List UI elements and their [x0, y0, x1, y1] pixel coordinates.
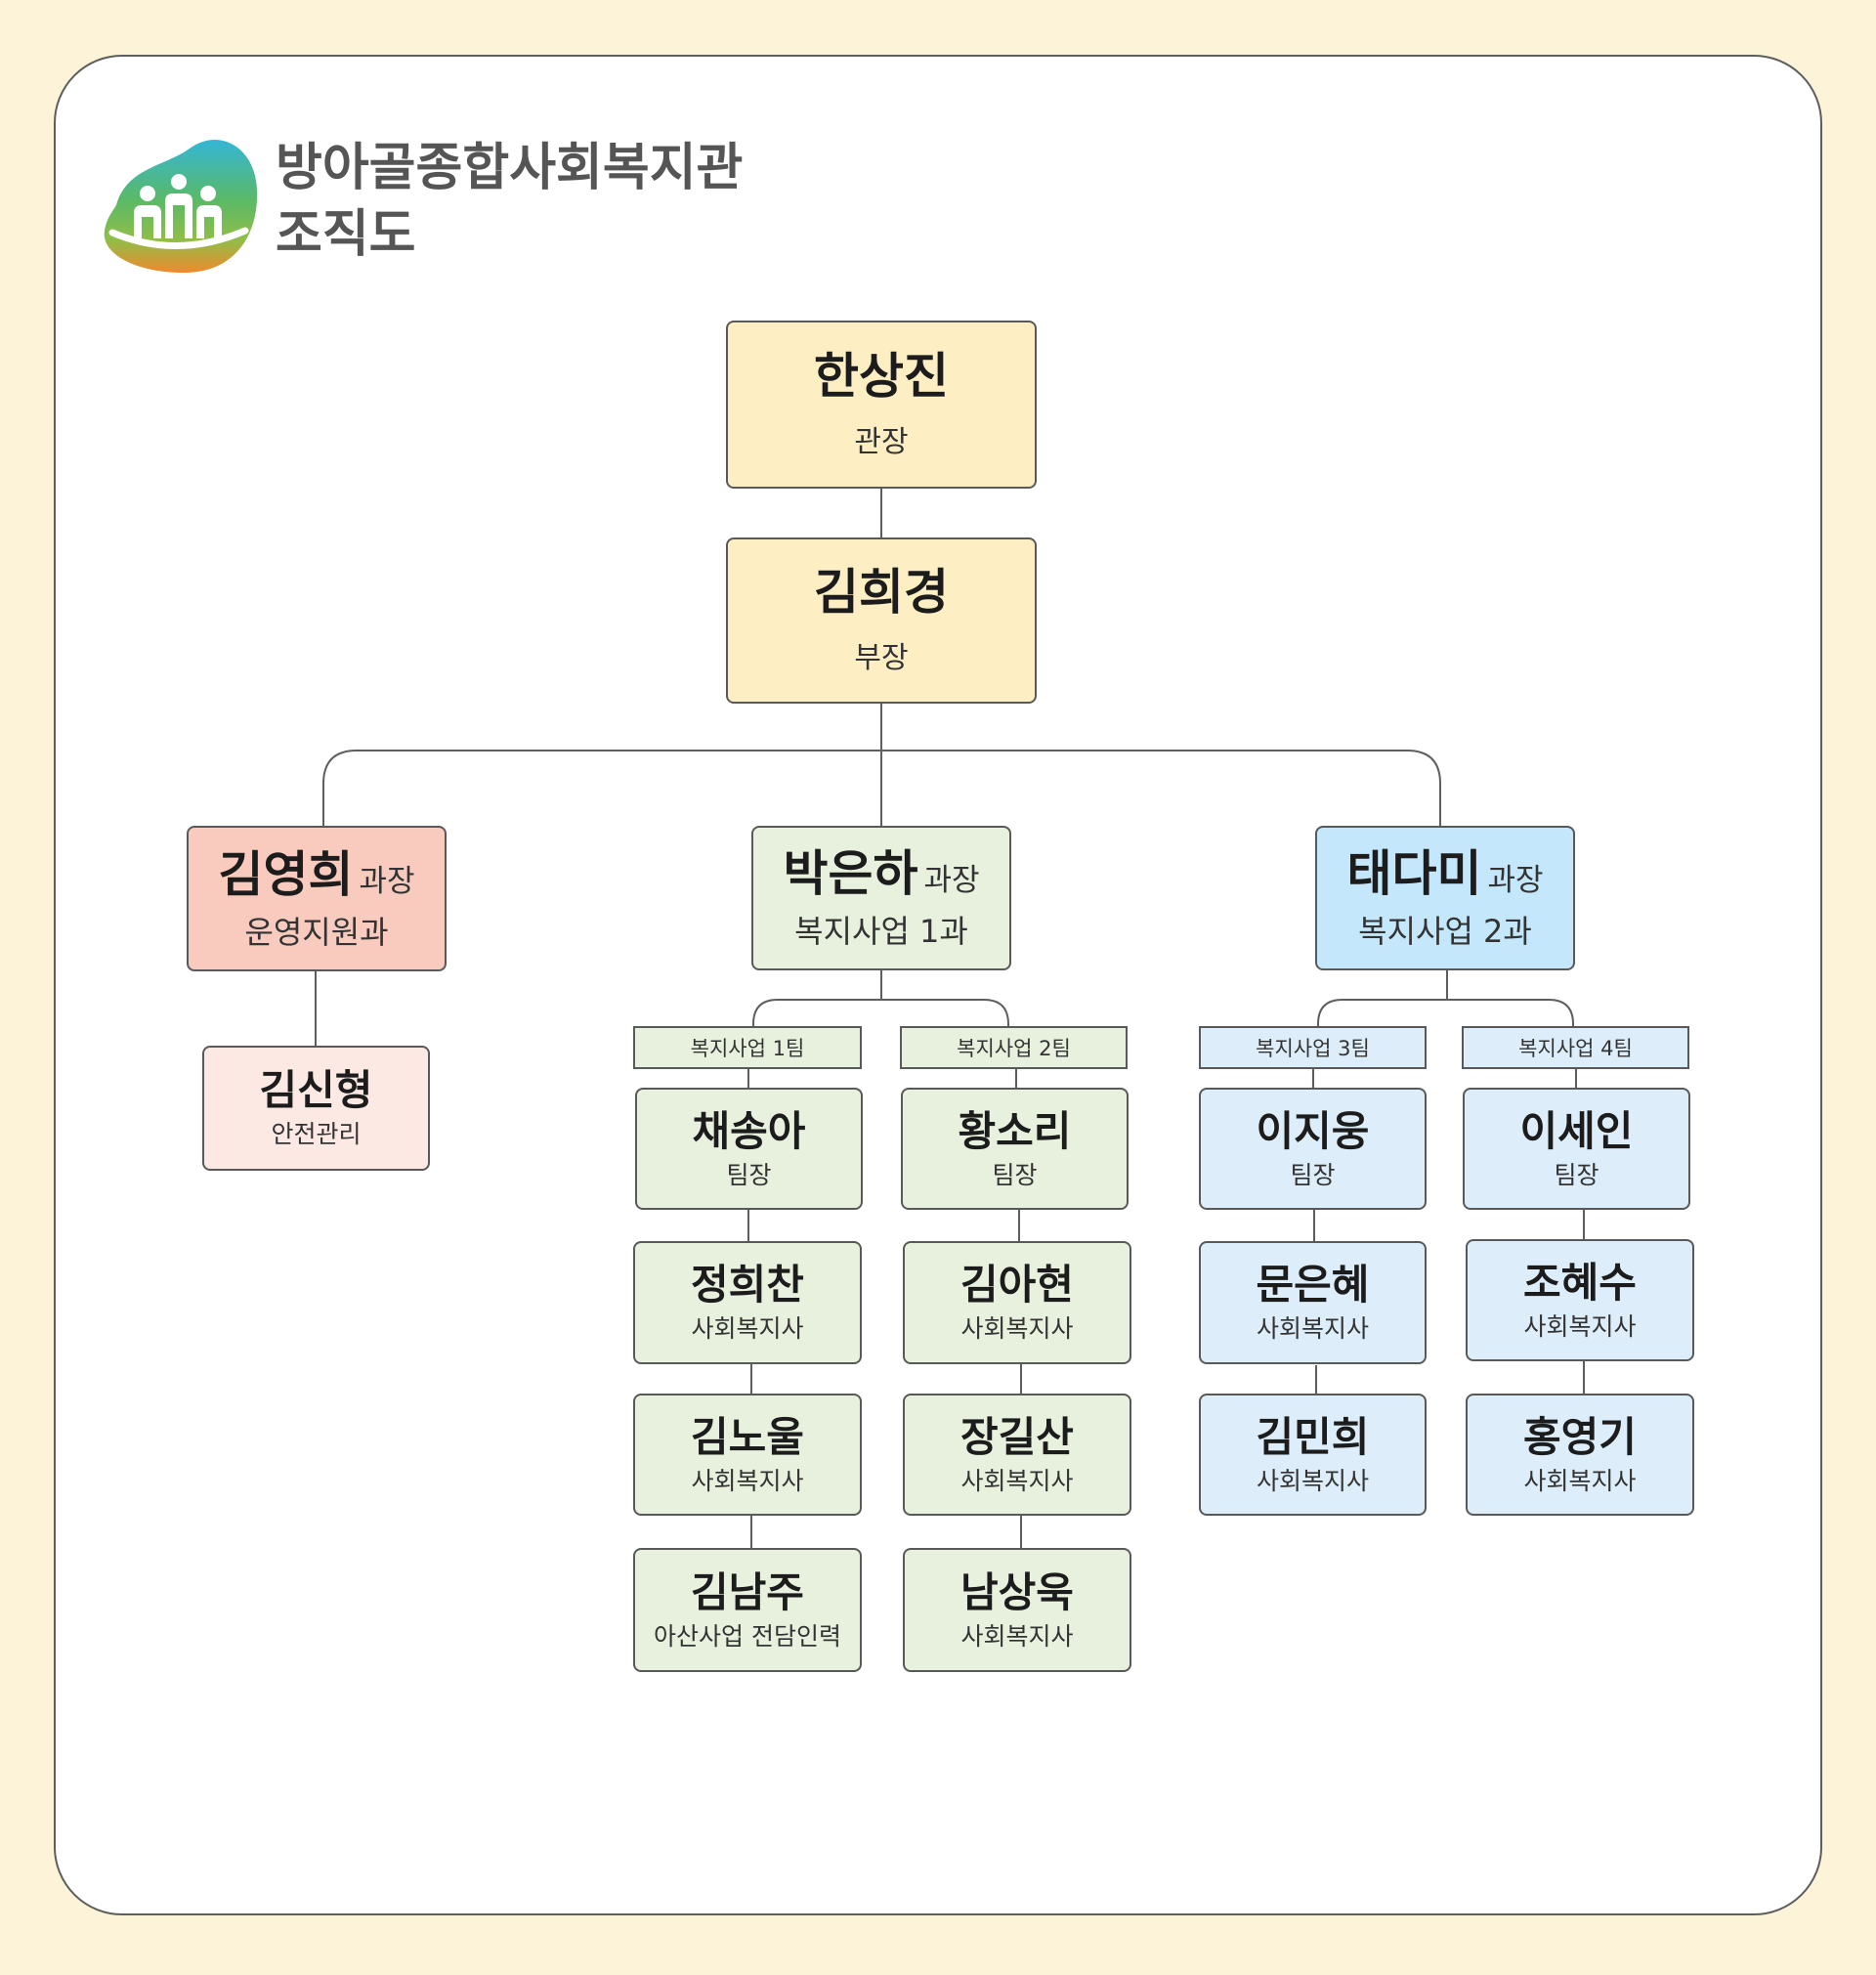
staff-name: 김노울 — [691, 1412, 804, 1461]
staff-role: 사회복지사 — [960, 1621, 1074, 1651]
staff-box: 조혜수 사회복지사 — [1466, 1239, 1694, 1361]
staff-name: 김신형 — [259, 1066, 373, 1114]
staff-name: 장길산 — [960, 1412, 1074, 1461]
department-name: 복지사업 2과 — [1358, 913, 1532, 950]
manager-name: 태다미 — [1346, 845, 1482, 902]
staff-role: 사회복지사 — [1523, 1466, 1637, 1495]
manager-name: 박은하 — [783, 845, 918, 902]
director-box: 한상진 관장 — [726, 321, 1037, 489]
staff-box: 김남주 아산사업 전담인력 — [633, 1548, 862, 1672]
staff-name: 문은혜 — [1256, 1261, 1370, 1309]
page-title: 조직도 — [276, 205, 416, 264]
team-leader-box: 황소리 팀장 — [901, 1088, 1129, 1210]
staff-role: 안전관리 — [271, 1120, 362, 1148]
staff-name: 이세인 — [1519, 1106, 1634, 1155]
deputy-director-name: 김희경 — [814, 564, 949, 621]
staff-box: 김아현 사회복지사 — [903, 1241, 1131, 1364]
staff-name: 홍영기 — [1523, 1412, 1637, 1461]
staff-role: 팀장 — [992, 1160, 1038, 1189]
staff-role: 사회복지사 — [691, 1466, 804, 1495]
staff-name: 남상욱 — [960, 1567, 1074, 1616]
staff-box: 정희찬 사회복지사 — [633, 1241, 862, 1364]
staff-role: 팀장 — [726, 1160, 772, 1189]
manager-name: 김영희 — [218, 845, 354, 903]
staff-role: 사회복지사 — [1256, 1314, 1369, 1343]
staff-name: 김아현 — [960, 1261, 1074, 1309]
team-leader-box: 이세인 팀장 — [1463, 1088, 1690, 1210]
staff-name: 김민희 — [1256, 1412, 1370, 1461]
staff-box: 김민희 사회복지사 — [1199, 1394, 1427, 1516]
staff-role: 사회복지사 — [1523, 1311, 1637, 1341]
staff-role: 사회복지사 — [1256, 1466, 1369, 1495]
staff-role: 팀장 — [1290, 1160, 1336, 1189]
department-name: 운영지원과 — [244, 913, 389, 951]
manager-title: 과장 — [359, 863, 415, 899]
staff-box: 김신형 안전관리 — [202, 1046, 430, 1171]
team-leader-box: 채송아 팀장 — [635, 1088, 863, 1210]
staff-name: 황소리 — [958, 1106, 1072, 1155]
staff-box: 장길산 사회복지사 — [903, 1394, 1131, 1516]
staff-role: 사회복지사 — [960, 1314, 1074, 1343]
staff-role: 사회복지사 — [691, 1314, 804, 1343]
staff-role: 팀장 — [1554, 1160, 1599, 1189]
staff-role: 사회복지사 — [960, 1466, 1074, 1495]
director-role: 관장 — [854, 425, 909, 459]
staff-box: 김노울 사회복지사 — [633, 1394, 862, 1516]
deputy-director-box: 김희경 부장 — [726, 537, 1037, 704]
staff-box: 홍영기 사회복지사 — [1466, 1394, 1694, 1516]
department-name: 복지사업 1과 — [794, 913, 968, 950]
team-leader-box: 이지웅 팀장 — [1199, 1088, 1427, 1210]
staff-name: 채송아 — [692, 1106, 806, 1155]
team-label: 복지사업 3팀 — [1199, 1026, 1427, 1069]
team-label: 복지사업 4팀 — [1462, 1026, 1689, 1069]
staff-box: 남상욱 사회복지사 — [903, 1548, 1131, 1672]
director-name: 한상진 — [814, 348, 949, 405]
staff-box: 문은혜 사회복지사 — [1199, 1241, 1427, 1364]
staff-name: 이지웅 — [1256, 1106, 1370, 1155]
staff-name: 정희찬 — [691, 1261, 804, 1309]
staff-role: 아산사업 전담인력 — [654, 1621, 841, 1651]
manager-title: 과장 — [923, 863, 980, 898]
staff-name: 조혜수 — [1523, 1258, 1637, 1307]
team-label: 복지사업 2팀 — [900, 1026, 1128, 1069]
team-label: 복지사업 1팀 — [633, 1026, 862, 1069]
manager-title: 과장 — [1487, 863, 1544, 898]
logo-icon — [104, 140, 258, 274]
organization-name: 방아골종합사회복지관 — [276, 139, 744, 197]
deputy-director-role: 부장 — [854, 641, 909, 675]
staff-name: 김남주 — [691, 1567, 804, 1616]
